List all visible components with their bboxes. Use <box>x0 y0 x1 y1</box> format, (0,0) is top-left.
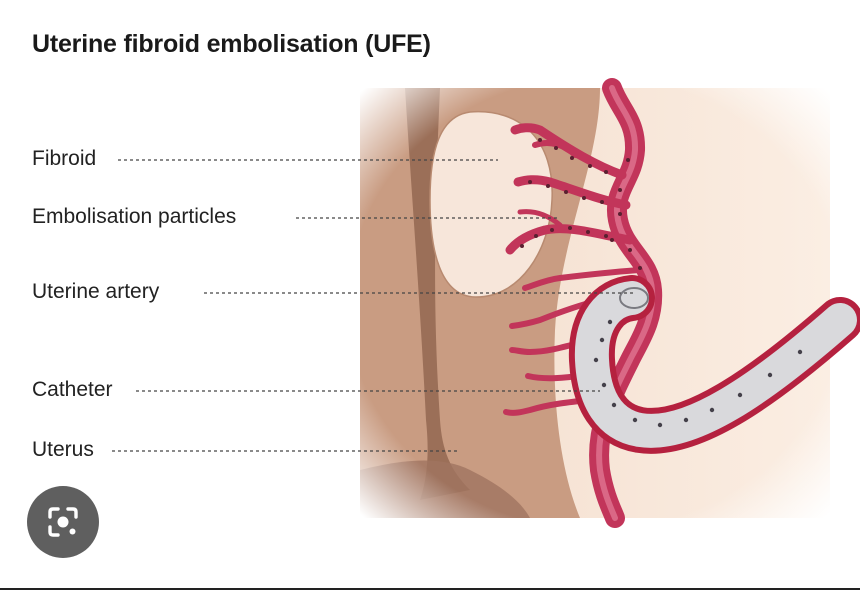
label-uterus: Uterus <box>32 438 94 462</box>
label-embolisation-particles: Embolisation particles <box>32 205 236 229</box>
lens-search-icon <box>44 503 82 541</box>
label-fibroid: Fibroid <box>32 147 96 171</box>
lens-search-button[interactable] <box>27 486 99 558</box>
label-uterine-artery: Uterine artery <box>32 280 159 304</box>
label-catheter: Catheter <box>32 378 113 402</box>
